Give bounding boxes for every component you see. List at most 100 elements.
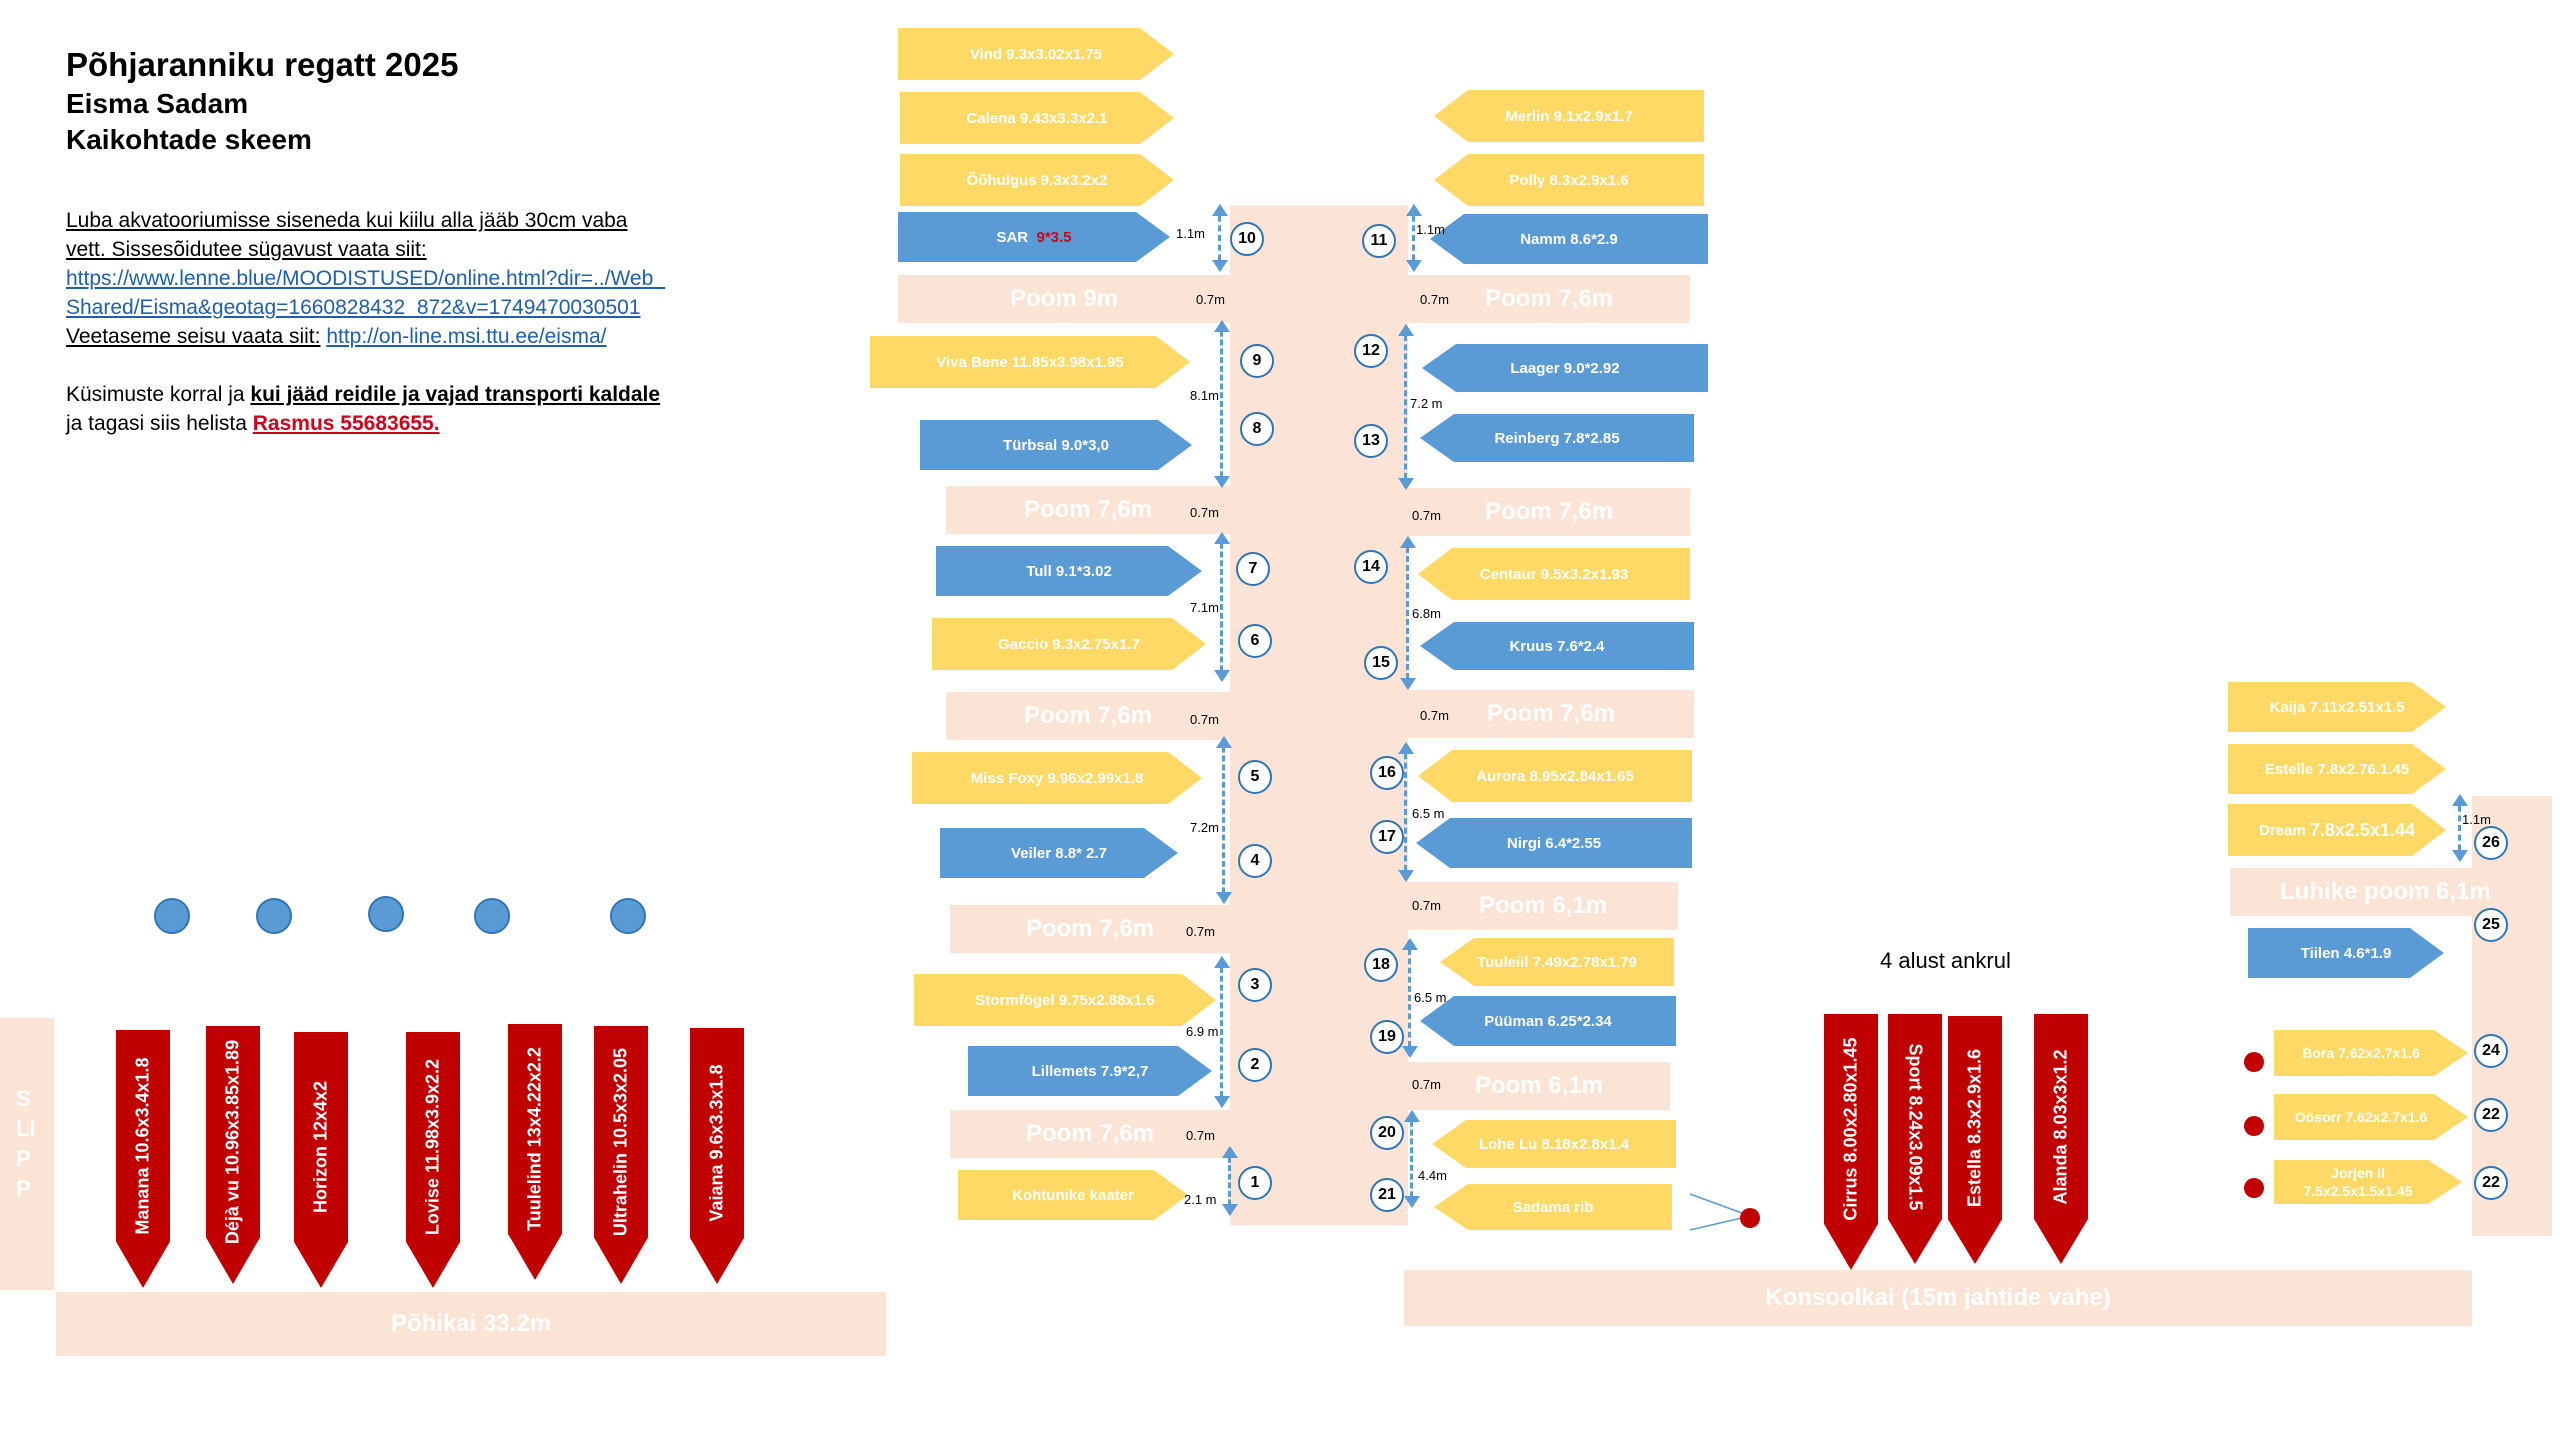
berth-number: 7 [1236, 552, 1270, 586]
anchor-buoy-icon [2244, 1052, 2264, 1072]
berth-number: 9 [1240, 344, 1274, 378]
boat-alanda[interactable]: Alanda 8.03x3x1.2 [2034, 1014, 2088, 1264]
anchor-buoy-icon [2244, 1116, 2264, 1136]
boat-kaija[interactable]: Kaija 7.11x2.51x1.5 [2228, 682, 2446, 732]
boat-bora[interactable]: Bora 7.62x2.7x1.6 [2274, 1030, 2468, 1076]
boat-estella[interactable]: Estella 8.3x2.9x1.6 [1948, 1016, 2002, 1264]
water-level-link[interactable]: http://on-line.msi.ttu.ee/eisma/ [326, 325, 607, 348]
boat-ultrahelin[interactable]: Ultrahelin 10.5x3x2.05 [594, 1026, 648, 1284]
anchor-buoy-icon [2244, 1178, 2264, 1198]
berth-number: 4 [1238, 844, 1272, 878]
boat-jorjen[interactable]: Jorjen II 7.5x2.5x1.5x1.45 [2274, 1160, 2462, 1204]
poom-right-5: Poom 6,1m [1408, 1062, 1670, 1110]
boat-vind[interactable]: Vind 9.3x3.02x1.75 [898, 28, 1174, 80]
boat-horizon[interactable]: Horizon 12x4x2 [294, 1032, 348, 1288]
boat-manana[interactable]: Manana 10.6x3.4x1.8 [116, 1030, 170, 1288]
berth-number: 2 [1238, 1048, 1272, 1082]
boat-centaur[interactable]: Centaur 9.5x3.2x1.93 [1418, 548, 1690, 600]
boat-lohe-lu[interactable]: Lohe Lu 8.18x2.8x1.4 [1432, 1120, 1676, 1168]
title-block: Põhjaranniku regatt 2025 Eisma Sadam Kai… [66, 44, 458, 158]
berth-number: 6 [1238, 624, 1272, 658]
boat-kohtunike-kaater[interactable]: Kohtunike kaater [958, 1170, 1188, 1220]
boat-vaiana[interactable]: Vaiana 9.6x3.3x1.8 [690, 1028, 744, 1284]
boat-namm[interactable]: Namm 8.6*2.9 [1430, 214, 1708, 264]
gap-label: 0.7m [1196, 292, 1225, 307]
berth-number: 22 [2474, 1098, 2508, 1132]
boat-aurora[interactable]: Aurora 8.95x2.84x1.65 [1418, 750, 1692, 802]
mooring-buoy [256, 898, 292, 934]
boat-viva-bene[interactable]: Viva Bene 11.85x3.98x1.95 [870, 336, 1190, 388]
gap-label: 8.1m [1190, 388, 1219, 403]
poom-right-3: Poom 7,6m [1408, 690, 1694, 738]
berth-number: 24 [2474, 1034, 2508, 1068]
gap-label: 0.7m [1412, 898, 1441, 913]
boat-dream-size: 7.8x2.5x1.44 [2309, 819, 2415, 840]
boat-merlin[interactable]: Merlin 9.1x2.9x1.7 [1434, 90, 1704, 142]
boat-ohulgus[interactable]: Õõhulgus 9.3x3.2x2 [900, 154, 1174, 206]
boat-tuulelind[interactable]: Tuulelind 13x4.22x2.2 [508, 1024, 562, 1280]
gap-label: 6.8m [1412, 606, 1441, 621]
boat-tull[interactable]: Tull 9.1*3.02 [936, 546, 1202, 596]
boat-miss-foxy[interactable]: Miss Foxy 9.96x2.99x1.8 [912, 752, 1202, 804]
boat-sar-size: 9*3.5 [1036, 228, 1072, 246]
boat-nirgi[interactable]: Nirgi 6.4*2.55 [1416, 818, 1692, 868]
boat-cirrus[interactable]: Cirrus 8.00x2.80x1.45 [1824, 1014, 1878, 1270]
boat-stormfogel[interactable]: Stormfögel 9.75x2.88x1.6 [914, 974, 1216, 1026]
boat-puuman[interactable]: Püüman 6.25*2.34 [1420, 996, 1676, 1046]
boat-polly[interactable]: Polly 8.3x2.9x1.6 [1434, 154, 1704, 206]
mooring-buoy [610, 898, 646, 934]
gap-label: 0.7m [1412, 1077, 1441, 1092]
berth-number: 13 [1354, 424, 1388, 458]
gap-arrow [1398, 324, 1414, 490]
boat-laager[interactable]: Laager 9.0*2.92 [1422, 344, 1708, 392]
boat-sport[interactable]: Sport 8.24x3.09x1.5 [1888, 1014, 1942, 1264]
berth-number: 17 [1370, 820, 1404, 854]
berth-number: 3 [1238, 968, 1272, 1002]
gap-label: 0.7m [1190, 712, 1219, 727]
gap-label: 6.5 m [1414, 990, 1447, 1005]
boat-label: Horizon 12x4x2 [310, 1081, 331, 1214]
berth-number: 18 [1364, 948, 1398, 982]
boat-sar[interactable]: SAR 9*3.5 [898, 212, 1170, 262]
boat-lovise[interactable]: Lovise 11.98x3.9x2.2 [406, 1032, 460, 1288]
gap-label: 1.1m [1416, 222, 1445, 237]
berth-number: 12 [1354, 334, 1388, 368]
mooring-buoy [154, 898, 190, 934]
boat-calena[interactable]: Calena 9.43x3.3x2.1 [900, 92, 1174, 144]
gap-label: 0.7m [1412, 508, 1441, 523]
boat-estelle[interactable]: Estelle 7.8x2.76.1.45 [2228, 744, 2446, 794]
anchor-buoy-icon [1740, 1208, 1760, 1228]
boat-tiilen[interactable]: Tiilen 4.6*1.9 [2248, 928, 2444, 978]
boat-veiler[interactable]: Veiler 8.8* 2.7 [940, 828, 1178, 878]
boat-label: Ultrahelin 10.5x3x2.05 [610, 1048, 631, 1237]
info-line-contact-c: ja tagasi siis helista [66, 412, 247, 435]
gap-arrow [1214, 320, 1230, 488]
poom-left-2: Poom 7,6m [946, 486, 1230, 534]
boat-oosorr[interactable]: Oösorr 7.62x2.7x1.6 [2274, 1094, 2468, 1140]
gap-arrow [1222, 1146, 1238, 1216]
boat-reinberg[interactable]: Reinberg 7.8*2.85 [1420, 414, 1694, 462]
gap-label: 0.7m [1190, 505, 1219, 520]
boat-turbsal[interactable]: Türbsal 9.0*3,0 [920, 420, 1192, 470]
info-line-contact-b: kui jääd reidile ja vajad transporti kal… [250, 383, 661, 406]
main-quay: Põhikai 33.2m [56, 1292, 886, 1356]
boat-label: Estella 8.3x2.9x1.6 [1964, 1048, 1985, 1207]
boat-sadama-rib[interactable]: Sadama rib [1434, 1184, 1672, 1230]
gap-label: 1.1m [1176, 226, 1205, 241]
boat-gaccio[interactable]: Gaccio 9.3x2.75x1.7 [932, 618, 1206, 670]
gap-label: 1.1m [2462, 812, 2491, 827]
depth-link[interactable]: https://www.lenne.blue/MOODISTUSED/onlin… [66, 267, 665, 319]
boat-label: Vaiana 9.6x3.3x1.8 [706, 1064, 727, 1222]
boat-kruus[interactable]: Kruus 7.6*2.4 [1420, 622, 1694, 670]
contact-phone[interactable]: Rasmus 55683655. [252, 412, 440, 435]
berth-number: 15 [1364, 646, 1398, 680]
boat-deja-vu[interactable]: Déjà vu 10.96x3.85x1.89 [206, 1026, 260, 1284]
gap-arrow [1400, 536, 1416, 690]
poom-left-3: Poom 7,6m [946, 692, 1230, 740]
berth-number: 1 [1238, 1166, 1272, 1200]
gap-arrow [1406, 204, 1422, 272]
boat-tuuleiil[interactable]: Tuuleiil 7.49x2.78x1.79 [1440, 938, 1674, 986]
boat-lillemets[interactable]: Lillemets 7.9*2,7 [968, 1046, 1212, 1096]
gap-label: 0.7m [1186, 924, 1215, 939]
boat-dream[interactable]: Dream 7.8x2.5x1.44 [2228, 804, 2446, 856]
